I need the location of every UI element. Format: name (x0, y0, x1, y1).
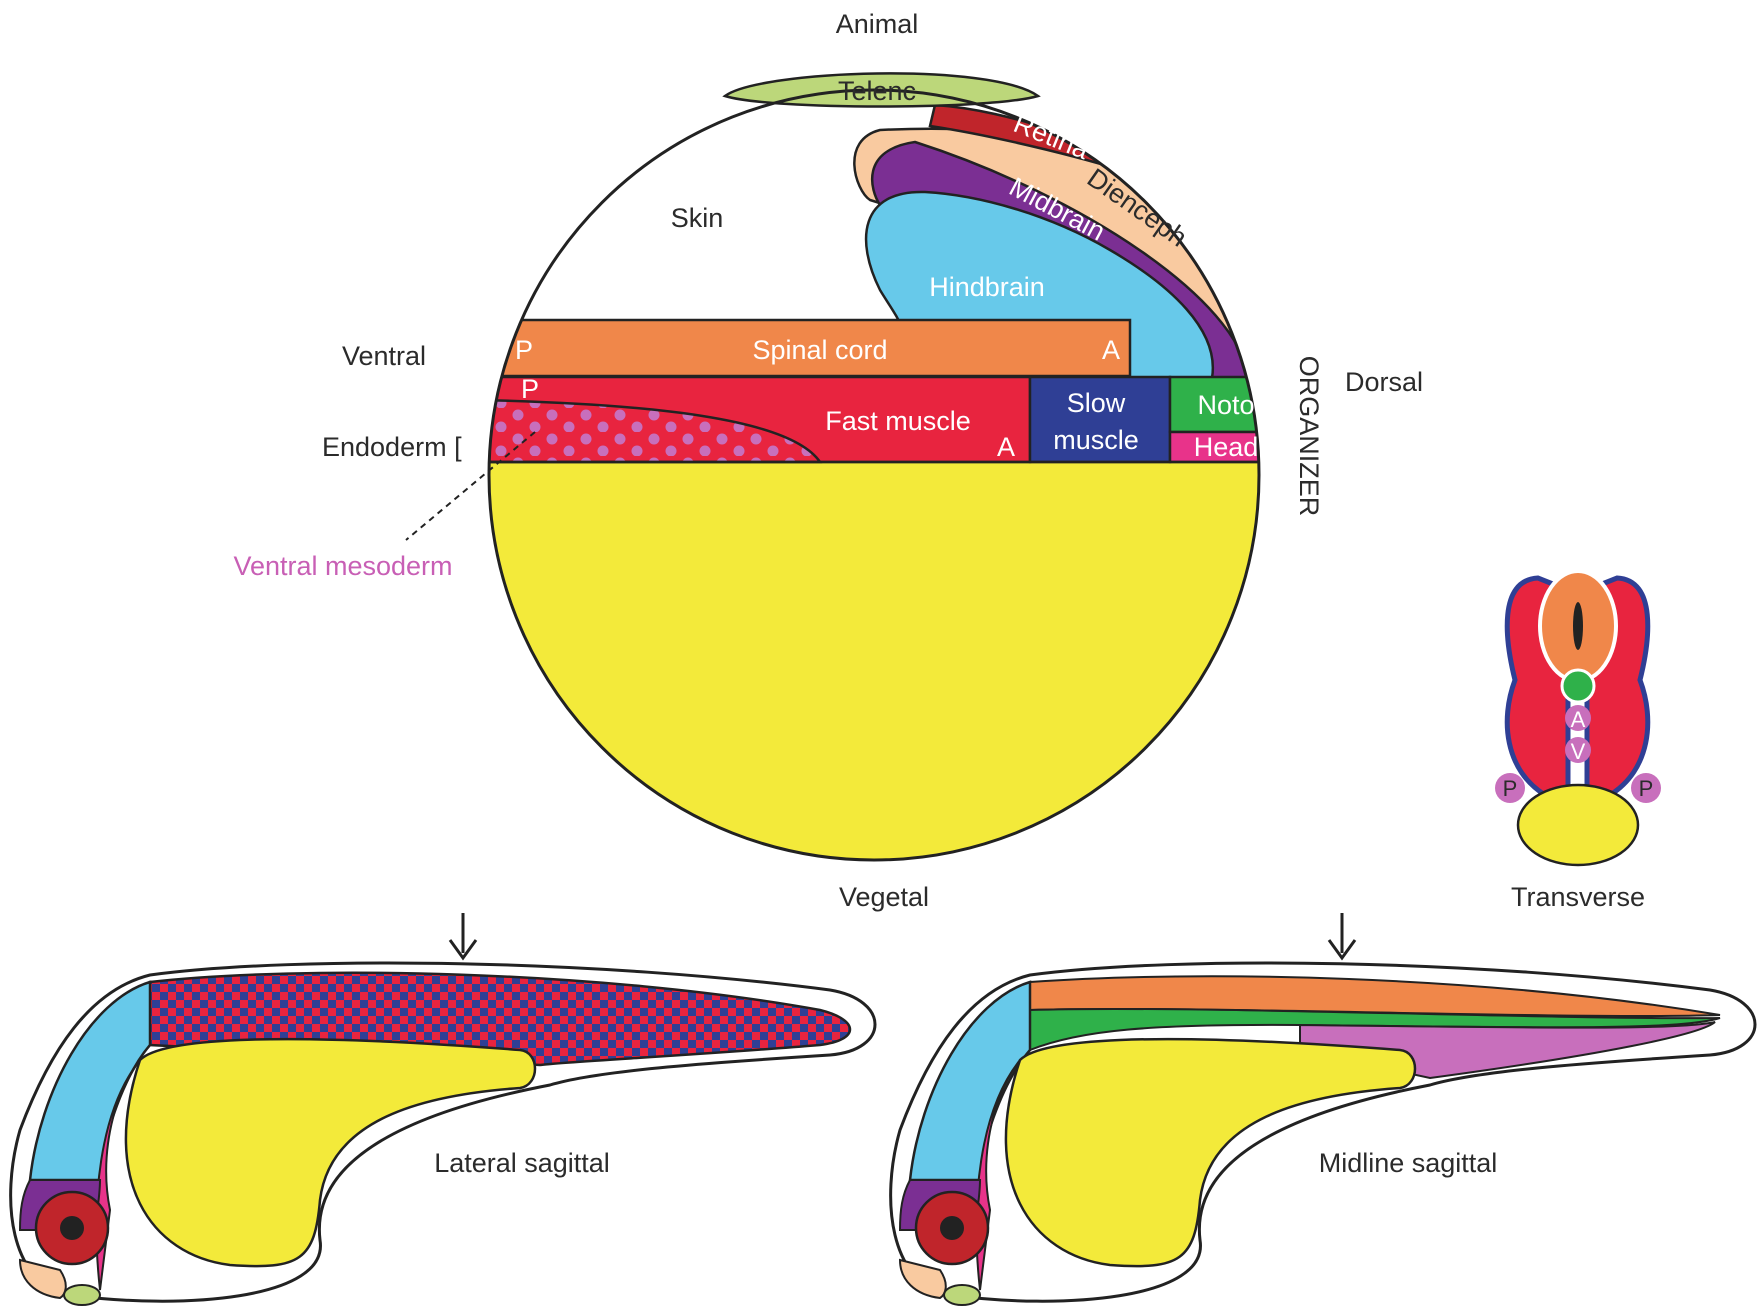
lateral-telencephalon (64, 1285, 100, 1305)
ventral-mesoderm-label: Ventral mesoderm (233, 551, 452, 581)
telenc-label: Telenc (838, 76, 916, 106)
midline-lens-icon (940, 1216, 964, 1240)
transverse-right-p-label: P (1639, 776, 1654, 801)
slow-muscle-label-line2: muscle (1053, 425, 1139, 455)
transverse-left-p-label: P (1503, 776, 1518, 801)
lateral-sagittal-label: Lateral sagittal (434, 1148, 610, 1178)
skin-label: Skin (671, 203, 724, 233)
fast-muscle-label: Fast muscle (825, 406, 971, 436)
transverse-v-label: V (1571, 739, 1586, 764)
lateral-lens-icon (60, 1216, 84, 1240)
vegetal-pole-label: Vegetal (839, 882, 929, 912)
midline-sagittal-label: Midline sagittal (1319, 1148, 1498, 1178)
animal-pole-label: Animal (836, 9, 919, 39)
transverse-yolk (1518, 785, 1638, 865)
midline-sagittal-embryo (891, 913, 1755, 1305)
spinal-cord-label: Spinal cord (752, 335, 887, 365)
transverse-section: A V P P (1495, 571, 1661, 865)
spinal-cord-posterior-label: P (515, 335, 533, 365)
slow-muscle-label-line1: Slow (1067, 388, 1126, 418)
fate-map-sphere: Telenc Retina Dienceph Midbrain Hindbrai… (480, 73, 1280, 882)
head-label: Head (1194, 432, 1259, 462)
hindbrain-label: Hindbrain (929, 272, 1045, 302)
transverse-neural-canal (1573, 602, 1583, 650)
fast-muscle-posterior-label: P (521, 374, 539, 404)
yolk-region (480, 462, 1280, 882)
dorsal-label: Dorsal (1345, 367, 1423, 397)
noto-label: Noto (1197, 390, 1254, 420)
organizer-label: ORGANIZER (1294, 356, 1324, 517)
endoderm-label: Endoderm [ (322, 432, 462, 462)
fast-muscle-anterior-label: A (997, 432, 1015, 462)
transverse-a-label: A (1571, 707, 1586, 732)
transverse-notochord (1562, 670, 1594, 702)
ventral-label: Ventral (342, 341, 426, 371)
lateral-sagittal-embryo (11, 913, 875, 1305)
spinal-cord-anterior-label: A (1102, 335, 1120, 365)
transverse-label: Transverse (1511, 882, 1645, 912)
midline-telencephalon (944, 1285, 980, 1305)
